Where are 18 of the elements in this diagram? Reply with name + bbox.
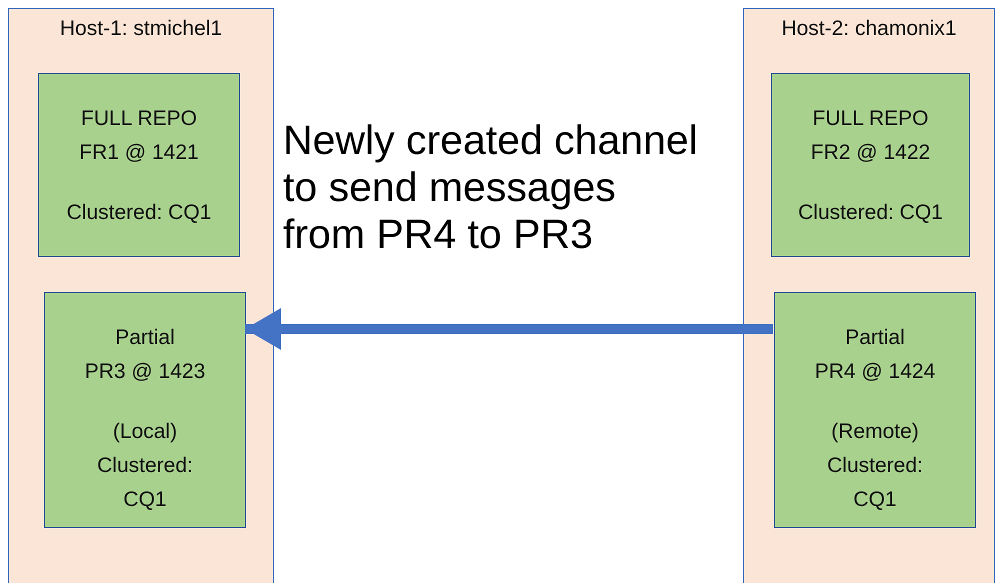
- repository-text: Partial PR4 @ 1424: [814, 325, 936, 385]
- channel-note: Newly created channel to send messages from PR4 to PR3: [283, 117, 698, 258]
- repository-text: Clustered: CQ1: [798, 200, 943, 226]
- repository-text: Clustered: CQ1: [66, 200, 212, 226]
- repository-box: [44, 292, 246, 528]
- repository-box: [771, 73, 970, 257]
- repository-box: [38, 73, 240, 257]
- repository-text: FULL REPO FR2 @ 1422: [810, 106, 930, 166]
- repository-text: Partial PR3 @ 1423: [84, 325, 206, 385]
- host-panel: [8, 8, 274, 583]
- repository-text: (Remote) Clustered: CQ1: [827, 419, 923, 513]
- repository-text: (Local) Clustered: CQ1: [97, 419, 193, 513]
- repository-text: FULL REPO FR1 @ 1421: [79, 106, 199, 166]
- host-title: Host-2: chamonix1: [780, 17, 958, 41]
- arrow: [245, 308, 773, 350]
- host-title: Host-1: stmichel1: [58, 17, 224, 41]
- repository-box: [774, 292, 976, 528]
- host-panel: [743, 8, 995, 583]
